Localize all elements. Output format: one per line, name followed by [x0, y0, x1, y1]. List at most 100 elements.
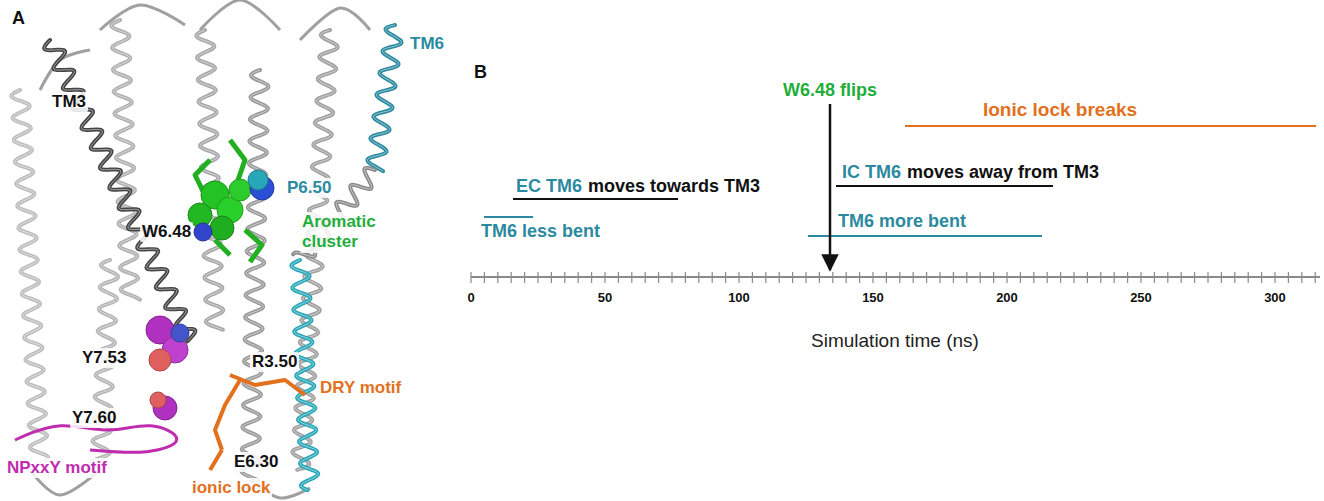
axis-tick [578, 272, 579, 283]
axis-tick [1047, 272, 1048, 283]
atom-sphere [210, 216, 234, 240]
npxxy-ribbon [15, 426, 177, 453]
helix-highlight [367, 25, 401, 171]
panel-letter: B [472, 62, 489, 84]
structure-illustration [11, 0, 401, 498]
axis-tick [1221, 272, 1222, 283]
atom-sphere [150, 392, 166, 408]
axis-tick [872, 272, 873, 283]
axis-tick [564, 272, 565, 283]
axis-tick [886, 272, 887, 283]
axis-tick [752, 272, 753, 283]
axis-tick [805, 272, 806, 283]
tick-label: 100 [728, 290, 750, 306]
helix-ribbon [11, 90, 48, 471]
interval-bar [808, 235, 1042, 237]
axis-tick [1006, 272, 1007, 283]
axis-tick [939, 272, 940, 283]
axis-tick [832, 272, 833, 283]
axis-tick [645, 272, 646, 283]
axis-tick [1100, 272, 1101, 283]
axis-tick [1315, 272, 1316, 283]
event-label: moves away from TM3 [907, 162, 1099, 184]
axis-tick [1207, 272, 1208, 283]
atom-sphere [229, 179, 251, 201]
axis-tick [792, 272, 793, 283]
axis-tick [604, 272, 605, 283]
helix-ribbon [241, 70, 268, 480]
helix-highlight [241, 70, 268, 480]
event-label: W6.48 flips [783, 80, 877, 102]
interval-bar [513, 198, 678, 200]
residue-label: W6.48 [140, 222, 193, 242]
axis-tick [524, 272, 525, 283]
tick-label: 200 [996, 290, 1018, 306]
axis-tick [725, 272, 726, 283]
helix-label: TM6 [408, 34, 446, 54]
tick-label: 0 [467, 290, 474, 306]
helix-highlight [11, 90, 48, 471]
axis-tick [819, 272, 820, 283]
event-label: Ionic lock breaks [983, 99, 1137, 122]
axis-tick [685, 272, 686, 283]
axis-tick [899, 272, 900, 283]
axis-tick [1114, 272, 1115, 283]
residue-stick [215, 380, 240, 450]
timeline [471, 104, 1320, 283]
helix-highlight [44, 40, 195, 341]
axis-tick [712, 272, 713, 283]
axis-tick [1020, 272, 1021, 283]
event-label: TM6 less bent [481, 221, 600, 243]
panel-letter: A [10, 8, 27, 30]
cluster-label: Aromatic cluster [300, 212, 384, 253]
axis-tick [631, 272, 632, 283]
axis-tick [511, 272, 512, 283]
tick-label: 150 [862, 290, 884, 306]
event-label: moves towards TM3 [588, 176, 760, 198]
axis-tick [698, 272, 699, 283]
event-label: EC TM6 [516, 176, 582, 198]
axis-tick [470, 272, 471, 283]
axis-tick [993, 272, 994, 283]
tm6-helix [367, 25, 401, 171]
residue-stick [230, 140, 245, 180]
helix-highlight [111, 20, 140, 300]
residue-stick [245, 230, 262, 262]
time-axis [471, 276, 1320, 278]
residue-label: Y7.60 [70, 408, 118, 428]
tick-label: 300 [1264, 290, 1286, 306]
residue-label: P6.50 [285, 178, 333, 198]
tm6-helix [291, 260, 318, 490]
axis-tick [738, 272, 739, 283]
axis-tick [1288, 272, 1289, 283]
axis-tick [658, 272, 659, 283]
tick-label: 250 [1130, 290, 1152, 306]
axis-title: Simulation time (ns) [811, 330, 979, 353]
axis-tick [1167, 272, 1168, 283]
motif-label: NPxxY motif [5, 458, 109, 478]
axis-tick [846, 272, 847, 283]
axis-tick [537, 272, 538, 283]
axis-tick [926, 272, 927, 283]
axis-tick [1261, 272, 1262, 283]
axis-tick [953, 272, 954, 283]
axis-tick [1127, 272, 1128, 283]
motif-label: ionic lock [190, 478, 272, 498]
axis-tick [484, 272, 485, 283]
event-arrow [829, 104, 832, 270]
residue-stick [210, 450, 222, 470]
axis-tick [591, 272, 592, 283]
axis-tick [765, 272, 766, 283]
helix-ribbon [111, 20, 140, 300]
axis-tick [551, 272, 552, 283]
helix-label: TM3 [50, 92, 88, 112]
axis-tick [980, 272, 981, 283]
axis-tick [1073, 272, 1074, 283]
loop-ribbon [200, 0, 280, 30]
event-label: TM6 more bent [838, 211, 966, 233]
axis-tick [1033, 272, 1034, 283]
atom-sphere [149, 349, 171, 371]
axis-tick [1274, 272, 1275, 283]
